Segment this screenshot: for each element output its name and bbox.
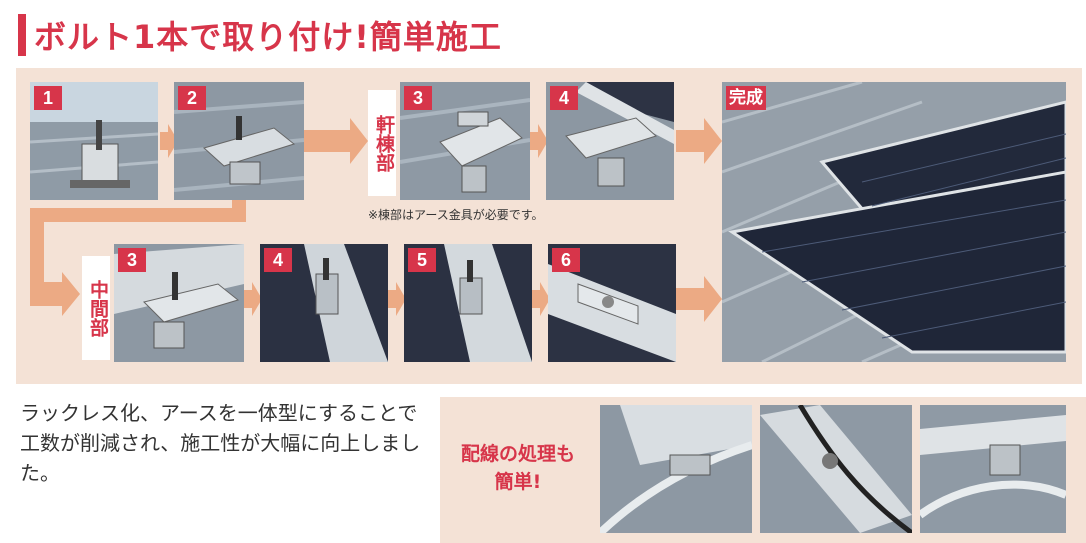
step-3-middle-photo: 3: [114, 244, 244, 362]
complete-illustration: [722, 82, 1066, 362]
arrow-3-4: [530, 124, 548, 158]
arrow-turn-left: [30, 208, 246, 222]
label-eave-ridge: 軒棟部: [368, 90, 396, 196]
ridge-note: ※棟部はアース金具が必要です。: [368, 208, 544, 222]
step-number: 3: [404, 86, 432, 110]
arrow-b4-b5: [388, 282, 406, 316]
step-4-top-photo: 4: [546, 82, 674, 200]
step-5-photo: 5: [404, 244, 532, 362]
step-number: 4: [550, 86, 578, 110]
step-number: 3: [118, 248, 146, 272]
step-6-illustration: [548, 264, 676, 362]
step-5-illustration: [444, 244, 532, 362]
step-1-photo: 1: [30, 82, 158, 200]
page-title: ボルト1本で取り付け!簡単施工: [34, 18, 502, 56]
title-accent-bar: [18, 14, 26, 56]
step-6-photo: 6: [548, 244, 676, 362]
step-4-middle-photo: 4: [260, 244, 388, 362]
step-1-illustration: [30, 82, 158, 200]
step-number: 5: [408, 248, 436, 272]
arrow-1-2: [160, 124, 178, 158]
step-2-illustration: [174, 100, 304, 192]
wiring-label: 配線の処理も 簡単!: [448, 440, 588, 496]
wiring-photo-3: [920, 405, 1066, 533]
step-3-top-illustration: [400, 98, 530, 193]
step-number: 4: [264, 248, 292, 272]
wiring-illustration-1: [600, 405, 752, 533]
arrow-b5-b6: [532, 282, 550, 316]
step-number: 1: [34, 86, 62, 110]
step-2-photo: 2: [174, 82, 304, 200]
step-4-top-illustration: [565, 82, 674, 187]
arrow-4-complete: [676, 118, 722, 164]
wiring-label-line2: 簡単!: [494, 471, 542, 493]
complete-photo: 完成: [722, 82, 1066, 362]
step-4-middle-illustration: [304, 244, 388, 362]
wiring-illustration-2: [760, 405, 912, 533]
arrow-b3-b4: [244, 282, 262, 316]
arrow-turn-down2: [30, 208, 44, 288]
arrow-turn-right: [30, 272, 80, 316]
complete-label: 完成: [726, 86, 766, 110]
wiring-illustration-3: [920, 415, 1066, 519]
wiring-label-line1: 配線の処理も: [460, 443, 575, 465]
wiring-photo-2: [760, 405, 912, 533]
wiring-photo-1: [600, 405, 752, 533]
arrow-2-3: [304, 118, 368, 164]
step-number: 2: [178, 86, 206, 110]
arrow-b6-complete: [676, 276, 722, 322]
step-number: 6: [552, 248, 580, 272]
step-3-middle-illustration: [114, 244, 244, 349]
label-middle: 中間部: [82, 256, 110, 360]
description-text: ラックレス化、アースを一体型にすることで工数が削減され、施工性が大幅に向上しまし…: [20, 401, 421, 485]
step-3-top-photo: 3: [400, 82, 530, 200]
